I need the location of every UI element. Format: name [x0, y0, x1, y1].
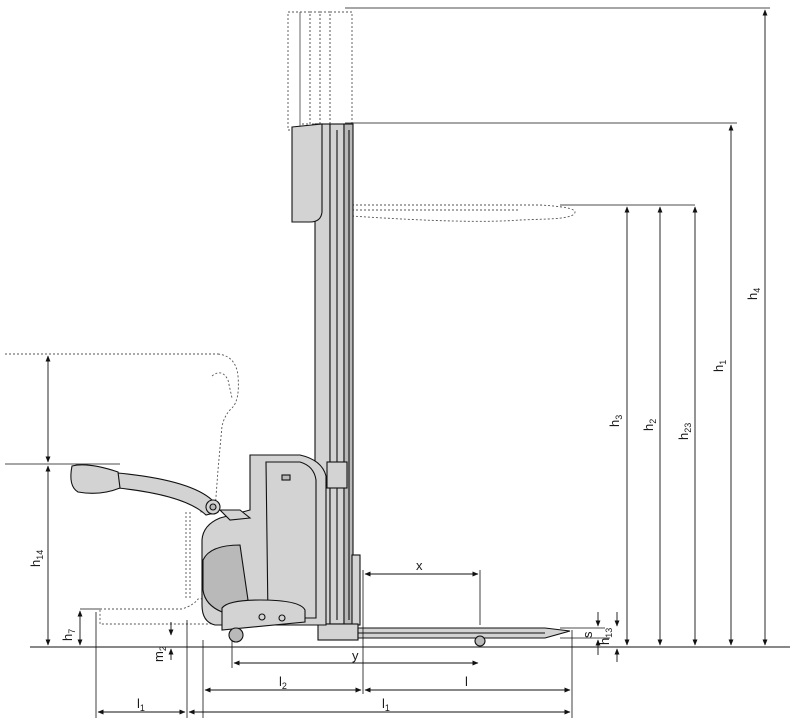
- label-h1: h1: [711, 360, 728, 372]
- chassis: [201, 454, 327, 643]
- label-s: s: [580, 631, 595, 638]
- label-h3: h3: [607, 415, 624, 427]
- raised-tiller-outline: [5, 353, 239, 600]
- label-h13: h13: [597, 628, 614, 645]
- label-y: y: [352, 648, 359, 663]
- raised-forks-outline: [351, 204, 576, 222]
- label-l1-left: l1: [137, 696, 145, 713]
- tiller-arm: [70, 464, 252, 521]
- label-h4: h4: [745, 288, 762, 300]
- battery-cover: [291, 123, 323, 223]
- label-h7: h7: [60, 629, 77, 641]
- label-l2: l2: [279, 674, 287, 691]
- raised-mast-outline: [287, 11, 353, 131]
- operator-platform-outline: [99, 597, 215, 625]
- label-h23: h23: [676, 423, 693, 440]
- label-m2: m2: [151, 646, 168, 662]
- label-l: l: [465, 674, 468, 689]
- label-l1-right: l1: [382, 696, 390, 713]
- label-h2: h2: [641, 419, 658, 431]
- label-x: x: [416, 558, 423, 573]
- forks: [317, 623, 571, 647]
- label-h14: h14: [28, 550, 45, 567]
